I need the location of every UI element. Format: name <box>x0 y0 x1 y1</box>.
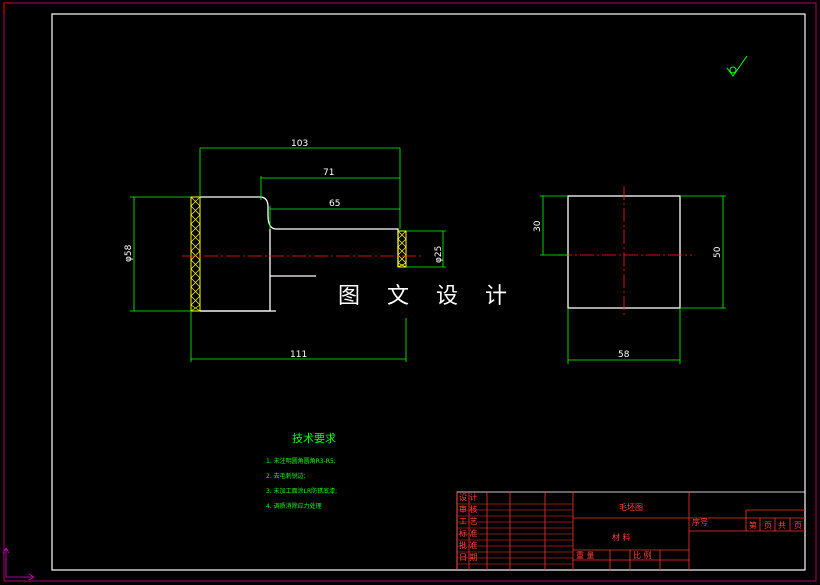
title-block-scale: 比 例 <box>633 550 652 560</box>
ucs-icon <box>2 547 35 581</box>
right-hatch <box>397 230 407 268</box>
title-block-r2: 共 <box>778 521 786 530</box>
title-block-sl5: 日 期 <box>459 553 478 562</box>
dim-dia58 <box>130 196 191 312</box>
hatch-line <box>190 295 201 306</box>
dim-58 <box>567 308 681 364</box>
title-block-sl2: 工 艺 <box>459 517 478 526</box>
title-block-material: 材 料 <box>612 532 631 542</box>
left-hatch-lines <box>190 196 201 312</box>
dim-30-label: 30 <box>533 220 543 232</box>
technical-requirements: 技术要求 1. 未注明圆角圆角R3-R5; 2. 去毛刺锐边; 3. 未加工面涂… <box>266 430 337 514</box>
dim-103 <box>199 147 401 229</box>
dim-dia25-label: φ25 <box>434 246 444 263</box>
hatch-line <box>397 230 407 240</box>
hatch-line <box>397 246 407 256</box>
drawing-frame <box>51 13 806 571</box>
hatch-line <box>190 223 201 234</box>
dim-65-label: 65 <box>329 199 340 209</box>
hatch-line <box>190 268 201 279</box>
title-block-weight: 重 量 <box>576 550 595 560</box>
dim-50 <box>680 195 726 309</box>
tech-title: 技术要求 <box>292 432 336 445</box>
dim-111 <box>190 311 407 362</box>
hatch-line <box>190 196 201 207</box>
title-block-r3: 页 <box>794 521 802 530</box>
title-block-sl1: 审 核 <box>459 504 478 514</box>
hatch-line <box>190 304 201 312</box>
title-block-name: 毛坯图 <box>619 502 643 512</box>
right-hatch-lines <box>397 230 407 268</box>
title-block-rows <box>457 503 573 565</box>
overlay-title: 图 文 设 计 <box>338 284 517 309</box>
tech-item: 3. 未加工面涂LR防锈底漆; <box>266 488 338 495</box>
dim-65 <box>269 206 400 229</box>
dim-71 <box>260 176 400 200</box>
dim-50-label: 50 <box>713 246 723 258</box>
hatch-line <box>190 241 201 252</box>
hatch-line <box>397 238 407 248</box>
hatch-line <box>190 205 201 216</box>
outer-border <box>3 2 817 582</box>
title-block-sl4: 批 准 <box>459 540 478 550</box>
dim-dia25 <box>406 230 446 268</box>
title-block-r0: 第 <box>749 520 757 530</box>
corner-mark <box>3 2 12 14</box>
hatch-line <box>190 232 201 243</box>
dim-30 <box>540 195 568 256</box>
hatch-line <box>190 250 201 261</box>
tech-item: 4. 调质消除应力处理 <box>266 503 322 510</box>
left-hatch <box>190 196 201 312</box>
hatch-line <box>190 277 201 288</box>
title-block-serial: 序号 <box>692 517 708 527</box>
hatch-line <box>190 214 201 225</box>
title-block <box>456 491 806 571</box>
title-block-sl0: 设 计 <box>459 492 478 502</box>
dim-111-label: 111 <box>290 350 307 360</box>
hatch-line <box>190 259 201 270</box>
hatch-line <box>397 262 407 268</box>
title-block-sl3: 标 准 <box>459 528 478 538</box>
dim-dia58-label: φ58 <box>124 244 134 262</box>
tech-item: 1. 未注明圆角圆角R3-R5; <box>266 458 336 465</box>
tech-list: 1. 未注明圆角圆角R3-R5; 2. 去毛刺锐边; 3. 未加工面涂LR防锈底… <box>266 454 337 514</box>
dim-71-label: 71 <box>323 168 334 178</box>
title-block-r1: 页 <box>764 521 772 530</box>
check-roughness-icon <box>726 55 748 77</box>
dim-58-label: 58 <box>618 350 630 360</box>
tech-item: 2. 去毛刺锐边; <box>266 473 306 480</box>
hatch-line <box>190 286 201 297</box>
block-view: 30 50 58 <box>533 186 726 364</box>
dim-103-label: 103 <box>291 139 308 149</box>
shaft-view: 103 71 65 111 φ58 <box>124 139 446 362</box>
